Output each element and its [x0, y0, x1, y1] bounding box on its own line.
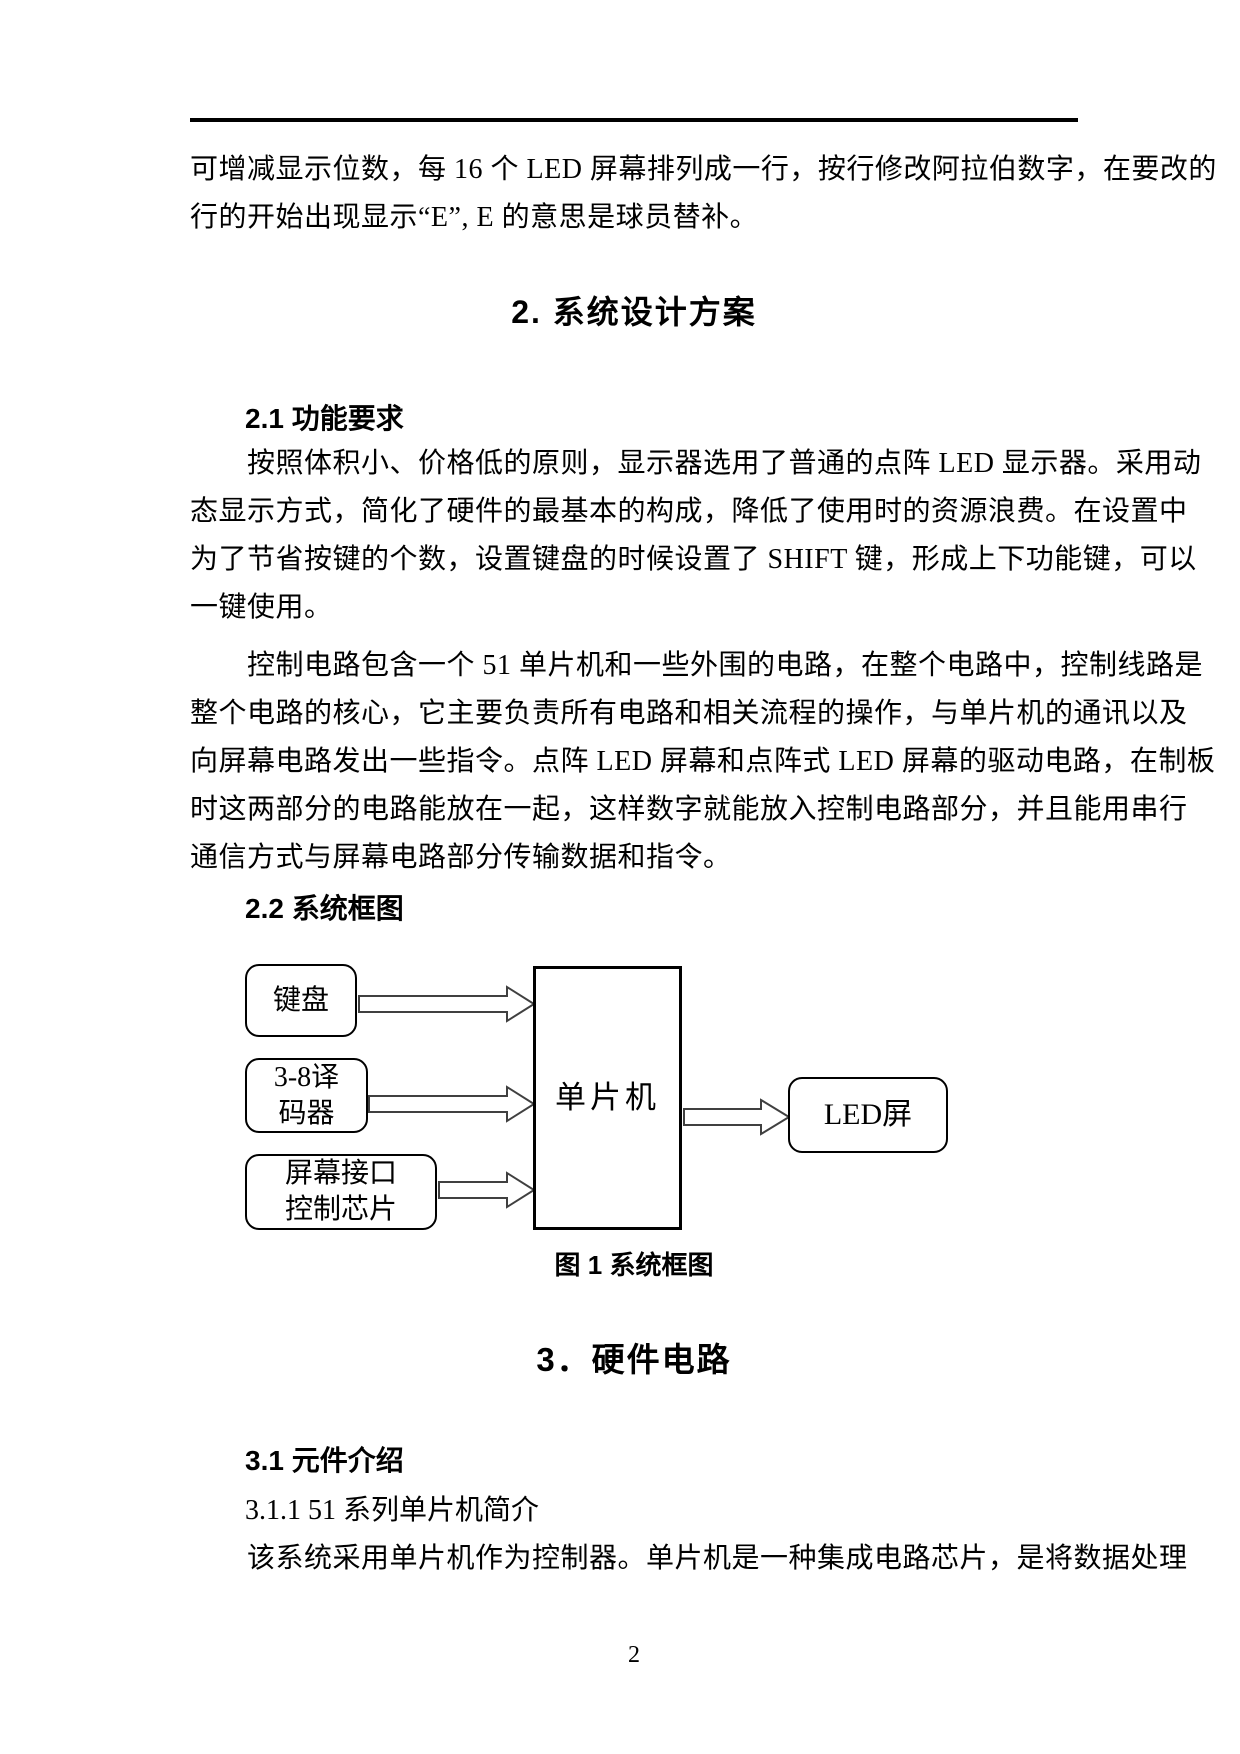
page-number: 2: [628, 1642, 640, 1668]
paragraph-line: 行的开始出现显示“E”, E 的意思是球员替补。: [190, 202, 759, 233]
screen-interface-box-label-line1: 屏幕接口: [284, 1158, 397, 1189]
led-screen-box: LED屏: [788, 1077, 948, 1153]
paragraph-line: 整个电路的核心，它主要负责所有电路和相关流程的操作，与单片机的通讯以及: [190, 698, 1188, 729]
decoder-box: 3-8译 码器: [245, 1058, 368, 1133]
functional-requirements-paragraph: 按照体积小、价格低的原则，显示器选用了普通的点阵 LED 显示器。采用动 态显示…: [190, 440, 1202, 632]
mcu-intro-paragraph: 该系统采用单片机作为控制器。单片机是一种集成电路芯片，是将数据处理: [190, 1535, 1188, 1583]
screen-interface-box: 屏幕接口 控制芯片: [245, 1154, 437, 1230]
section-3-1-title: 3.1 元件介绍: [245, 1445, 404, 1476]
paragraph-line: 该系统采用单片机作为控制器。单片机是一种集成电路芯片，是将数据处理: [247, 1543, 1188, 1574]
mcu-box-label: 单片机: [555, 1080, 660, 1115]
section-3-1-1-title: 3.1.1 51 系列单片机简介: [245, 1495, 540, 1526]
figure-caption: 图 1 系统框图: [554, 1250, 714, 1280]
decoder-box-label-line1: 3-8译: [273, 1061, 340, 1093]
paragraph-line: 向屏幕电路发出一些指令。点阵 LED 屏幕和点阵式 LED 屏幕的驱动电路，在制…: [190, 746, 1216, 777]
section-2-2-title: 2.2 系统框图: [245, 893, 404, 924]
paragraph-line: 态显示方式，简化了硬件的最基本的构成，降低了使用时的资源浪费。在设置中: [190, 496, 1188, 527]
section-2-title: 2. 系统设计方案: [511, 294, 757, 330]
keyboard-box-label: 键盘: [272, 984, 329, 1016]
arrow-mcu-to-led-screen: [683, 1098, 791, 1136]
paragraph-line: 为了节省按键的个数，设置键盘的时候设置了 SHIFT 键，形成上下功能键，可以: [190, 544, 1197, 575]
led-screen-box-label: LED屏: [823, 1098, 913, 1131]
paragraph-line: 控制电路包含一个 51 单片机和一些外围的电路，在整个电路中，控制线路是: [247, 650, 1204, 681]
arrow-screen-interface-to-mcu: [438, 1171, 536, 1209]
paragraph-line: 通信方式与屏幕电路部分传输数据和指令。: [190, 842, 732, 873]
paragraph-line: 可增减显示位数，每 16 个 LED 屏幕排列成一行，按行修改阿拉伯数字，在要改…: [190, 154, 1217, 185]
section-2-1-title: 2.1 功能要求: [245, 403, 404, 434]
decoder-box-label-line2: 码器: [278, 1097, 335, 1129]
intro-paragraph: 可增减显示位数，每 16 个 LED 屏幕排列成一行，按行修改阿拉伯数字，在要改…: [190, 146, 1217, 242]
mcu-box: 单片机: [533, 966, 682, 1230]
arrow-keyboard-to-mcu: [358, 985, 536, 1023]
paragraph-line: 按照体积小、价格低的原则，显示器选用了普通的点阵 LED 显示器。采用动: [247, 448, 1202, 479]
screen-interface-box-label-line2: 控制芯片: [284, 1194, 397, 1225]
keyboard-box: 键盘: [245, 964, 357, 1037]
header-rule: [190, 118, 1078, 122]
control-circuit-paragraph: 控制电路包含一个 51 单片机和一些外围的电路，在整个电路中，控制线路是 整个电…: [190, 642, 1216, 882]
paragraph-line: 时这两部分的电路能放在一起，这样数字就能放入控制电路部分，并且能用串行: [190, 794, 1188, 825]
arrow-decoder-to-mcu: [368, 1085, 536, 1123]
paragraph-line: 一键使用。: [190, 592, 333, 623]
section-3-title: 3．硬件电路: [536, 1341, 732, 1378]
